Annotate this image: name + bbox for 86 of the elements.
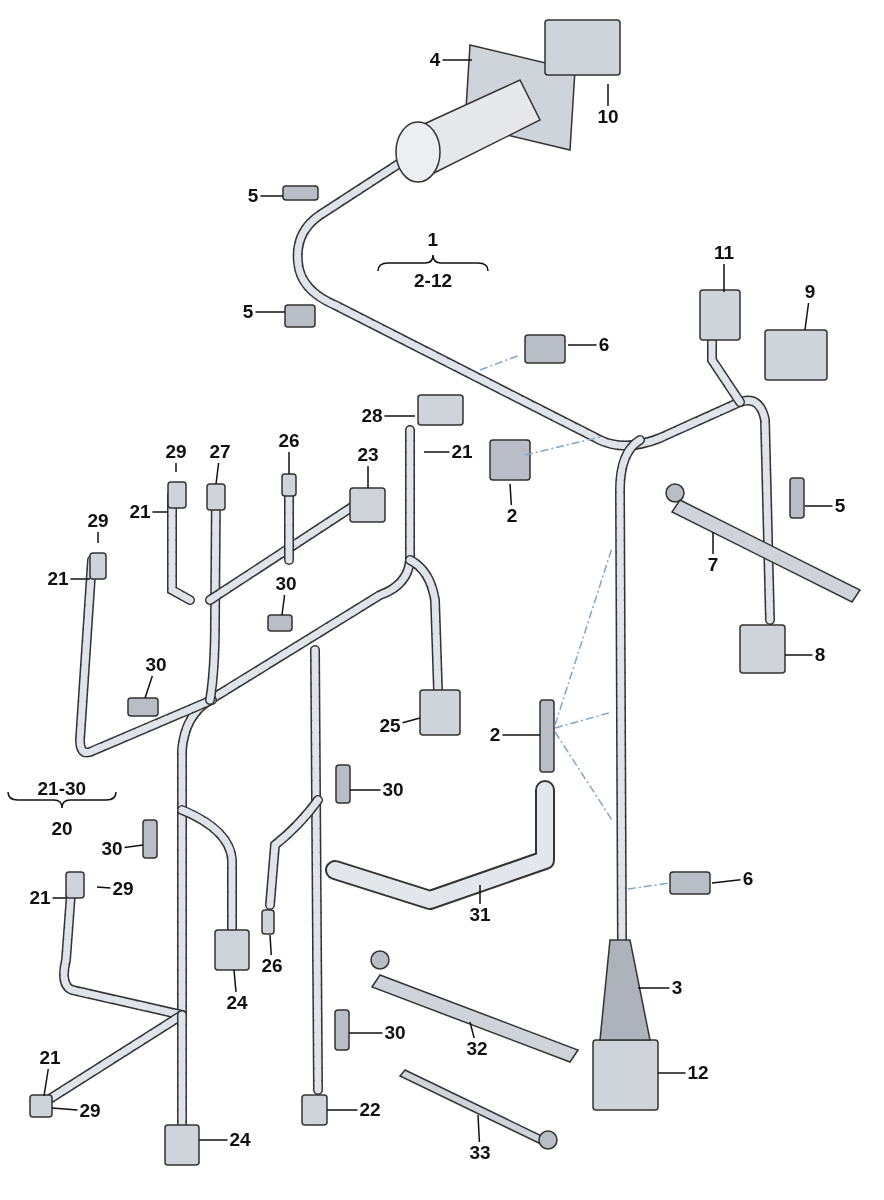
- callout-number: 29: [110, 878, 136, 900]
- leader-line: [367, 465, 369, 489]
- callout-number: 26: [276, 430, 302, 452]
- callout-number: 12: [685, 1062, 711, 1084]
- callout-number: 31: [467, 904, 493, 926]
- callout-number: 33: [467, 1142, 493, 1164]
- callout-number: 27: [207, 441, 233, 463]
- callout-number: 21: [45, 568, 71, 590]
- callout-number: 21: [449, 441, 475, 463]
- leader-line: [215, 462, 220, 485]
- callout-number: 21: [37, 1047, 63, 1069]
- callout-number: 21: [127, 501, 153, 523]
- leader-line: [712, 531, 714, 555]
- leader-line: [288, 451, 290, 475]
- callout-number: 29: [77, 1100, 103, 1122]
- leader-line: [69, 578, 91, 580]
- callout-number: 2: [504, 505, 520, 527]
- leader-line: [281, 594, 286, 616]
- leader-line: [423, 451, 451, 453]
- leader-line: [383, 415, 416, 417]
- leader-line: [326, 1109, 359, 1111]
- callout-number: 4: [427, 49, 443, 71]
- range-label: 21-30: [37, 778, 87, 800]
- leader-line: [259, 195, 284, 197]
- leader-line: [144, 675, 154, 699]
- leader-line: [51, 1107, 79, 1111]
- callout-number: 1: [427, 229, 439, 251]
- range-label: 2-12: [414, 270, 453, 292]
- leader-line: [567, 344, 598, 346]
- leader-line: [804, 302, 810, 331]
- leader-line: [51, 897, 67, 899]
- leader-line: [151, 511, 169, 513]
- leader-line: [123, 844, 144, 849]
- leader-line: [469, 1021, 475, 1039]
- leader-line: [479, 884, 481, 905]
- callout-number: 10: [595, 106, 621, 128]
- callout-number: 24: [227, 1129, 253, 1151]
- leader-line: [607, 83, 609, 107]
- leader-line: [784, 654, 814, 656]
- callout-number: 2: [487, 724, 503, 746]
- leader-line: [501, 734, 541, 736]
- leader-line: [711, 879, 742, 884]
- callout-number: 5: [245, 185, 261, 207]
- callout-number: 30: [380, 779, 406, 801]
- leader-line: [509, 483, 513, 506]
- callout-number: 32: [464, 1038, 490, 1060]
- leader-line: [269, 934, 273, 956]
- callout-number: 29: [85, 510, 111, 532]
- callout-number: 30: [382, 1022, 408, 1044]
- callout-number: 6: [740, 868, 756, 890]
- leader-line: [723, 263, 725, 293]
- callout-number: 23: [355, 444, 381, 466]
- callout-number: 9: [802, 281, 818, 303]
- leader-line: [657, 1072, 687, 1074]
- leader-line: [198, 1139, 229, 1141]
- callout-number: 11: [712, 242, 736, 264]
- leader-line: [96, 886, 112, 889]
- callout-number: 20: [51, 818, 73, 840]
- callout-number: 30: [273, 573, 299, 595]
- callout-number: 3: [669, 977, 685, 999]
- callout-number: 7: [705, 554, 721, 576]
- leader-line: [441, 59, 473, 61]
- callout-number: 5: [832, 495, 848, 517]
- callout-number: 29: [163, 441, 189, 463]
- leader-line: [175, 462, 177, 473]
- callout-number: 25: [377, 715, 403, 737]
- callout-number: 28: [359, 405, 385, 427]
- leader-line: [804, 505, 834, 507]
- callout-number: 30: [99, 838, 125, 860]
- leader-line: [43, 1068, 49, 1097]
- leader-line: [97, 531, 99, 544]
- callout-number: 26: [259, 955, 285, 977]
- callout-number: 22: [357, 1099, 383, 1121]
- leader-line: [233, 969, 237, 993]
- leader-line: [349, 789, 382, 791]
- callout-number: 6: [596, 334, 612, 356]
- leader-line: [401, 717, 421, 724]
- callout-number: 30: [143, 654, 169, 676]
- leader-line: [477, 1114, 481, 1143]
- callout-number: 21: [27, 887, 53, 909]
- callout-number: 8: [812, 644, 828, 666]
- leader-line: [254, 311, 286, 313]
- callout-number: 5: [240, 301, 256, 323]
- leader-line: [348, 1032, 384, 1034]
- callout-number: 24: [224, 992, 250, 1014]
- leader-line: [637, 987, 671, 989]
